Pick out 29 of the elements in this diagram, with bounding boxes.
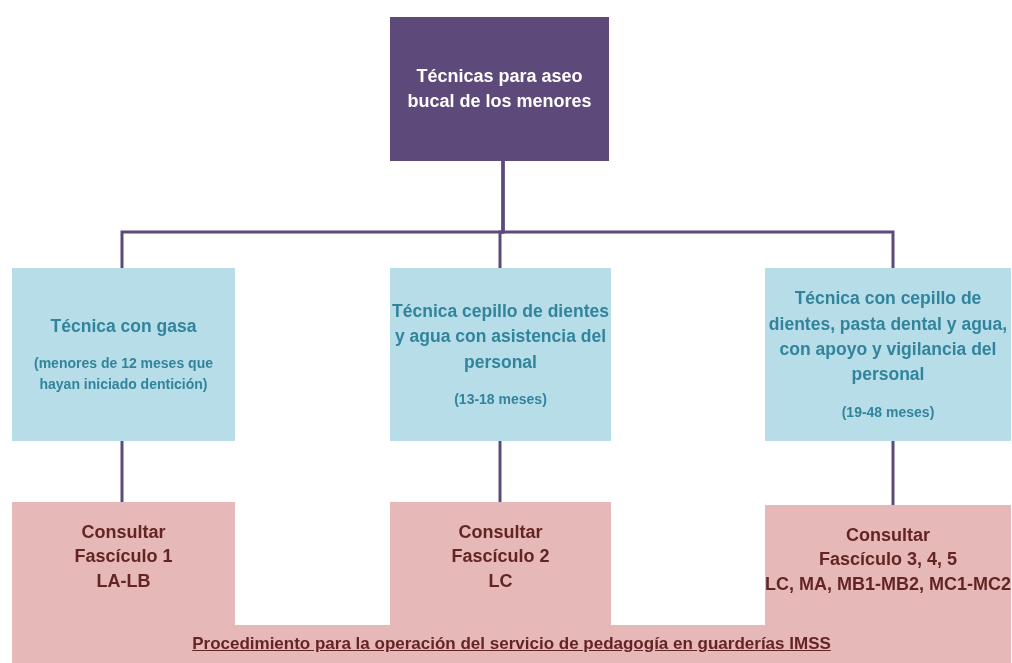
technique-box — [765, 268, 1011, 441]
connector-line — [120, 441, 124, 502]
connector-line — [498, 441, 502, 502]
reference-box — [390, 502, 611, 625]
connector-line — [891, 441, 895, 505]
technique-box — [12, 268, 235, 441]
reference-text: Consultar — [458, 521, 543, 544]
footer-band — [12, 625, 1011, 663]
procedure-link-text: Procedimiento para la operación del servicio de pedagogía en guarderías IMSS — [192, 634, 831, 654]
technique-title: Técnica cepillo de dientes y agua con asistencia del personal — [392, 299, 609, 374]
title-text: Técnicas para aseo bucal de los menores — [406, 64, 593, 113]
reference-text: LC — [488, 569, 513, 593]
connector-line — [501, 161, 895, 268]
title-box — [390, 17, 609, 161]
reference-text: Consultar — [846, 524, 930, 547]
technique-title: Técnica con gasa — [50, 314, 197, 338]
age-range-note: (menores de 12 meses que hayan iniciado dentición) — [33, 354, 214, 395]
technique-box — [390, 268, 611, 441]
reference-box — [12, 502, 235, 625]
reference-text: Consultar — [81, 521, 166, 544]
reference-text: LA-LB — [96, 569, 151, 593]
age-range-note: (19-48 meses) — [841, 402, 935, 422]
reference-text: Fascículo 1 — [74, 545, 173, 569]
age-range-note: (13-18 meses) — [454, 390, 547, 410]
reference-text: LC, MA, MB1-MB2, MC1-MC2 — [765, 572, 1011, 596]
reference-text: Fascículo 3, 4, 5 — [818, 548, 958, 572]
reference-box — [765, 505, 1011, 625]
reference-text: Fascículo 2 — [451, 545, 550, 569]
technique-title: Técnica con cepillo de dientes, pasta dental y agua, con apoyo y vigilancia del personal — [767, 287, 1009, 387]
